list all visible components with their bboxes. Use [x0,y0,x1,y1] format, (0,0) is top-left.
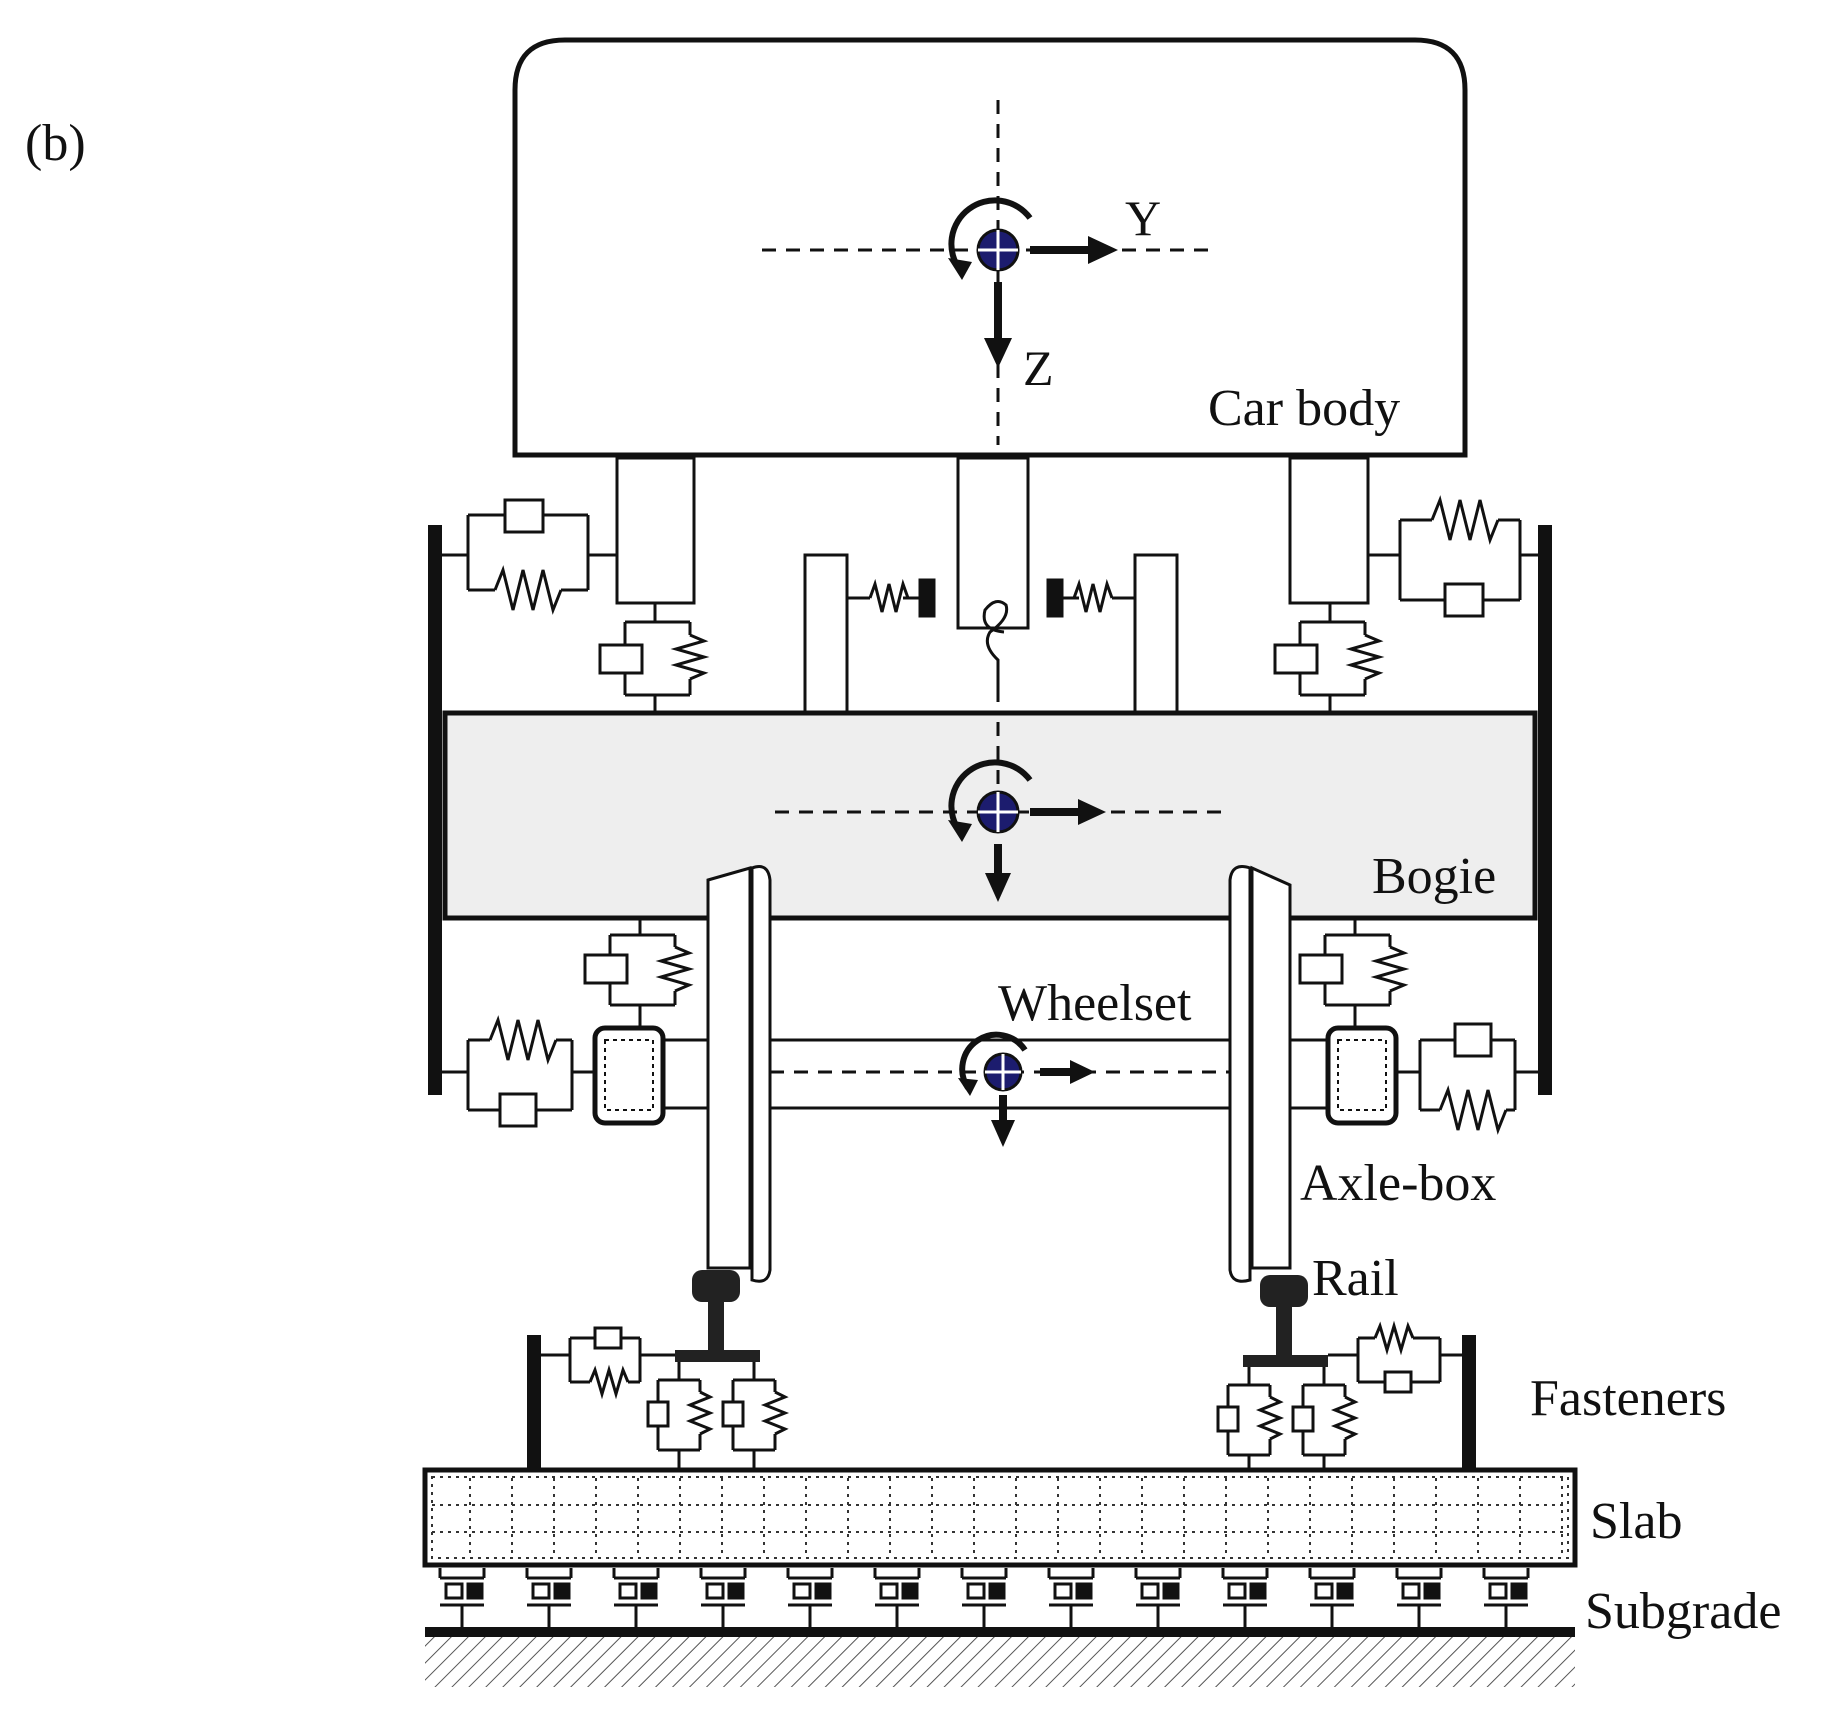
axis-z-label: Z [1023,340,1054,396]
left-fastener-post [527,1335,541,1470]
subgrade-unit [960,1568,1008,1627]
rail-label: Rail [1312,1250,1399,1307]
subgrade-unit [699,1568,747,1627]
car-body-label: Car body [1208,380,1400,437]
axis-y-label: Y [1125,190,1161,246]
fasteners [541,1320,1462,1400]
wheelset-label: Wheelset [998,975,1192,1032]
left-rail [675,1270,760,1362]
subgrade-ground-hatch [425,1637,1575,1687]
fasteners-label: Fasteners [1530,1370,1726,1427]
subgrade-unit [1221,1568,1269,1627]
subgrade-unit [525,1568,573,1627]
subgrade-unit [438,1568,486,1627]
subgrade-unit [1482,1568,1530,1627]
panel-label: (b) [25,115,86,172]
subgrade-unit [786,1568,834,1627]
subgrade-unit [612,1568,660,1627]
right-frame-post [1538,525,1552,1095]
subgrade-label: Subgrade [1585,1583,1781,1640]
secondary-suspension [433,456,1545,715]
right-fastener-post [1462,1335,1476,1470]
bogie-center-of-gravity [948,759,1106,902]
left-axle-box [592,1025,666,1126]
subgrade-unit [1134,1568,1182,1627]
right-rail [1243,1275,1328,1367]
fastener-vertical-units [646,1362,1360,1470]
car-body-center-of-gravity [948,197,1118,368]
slab-label: Slab [1590,1493,1682,1550]
subgrade-unit [1395,1568,1443,1627]
right-axle-box [1325,1025,1399,1126]
subgrade-unit [1047,1568,1095,1627]
right-wheel [1228,865,1292,1283]
subgrade-base-line [425,1627,1575,1637]
slab [422,1467,1578,1568]
left-frame-post [428,525,442,1095]
subgrade-unit [1308,1568,1356,1627]
axle-box-label: Axle-box [1300,1155,1496,1212]
wheelset-center-of-gravity [958,1031,1095,1147]
left-wheel [706,865,772,1283]
primary-suspension [442,918,1538,1135]
bogie-label: Bogie [1372,848,1496,905]
subgrade-spring-damper-layer [438,1568,1530,1627]
subgrade-unit [873,1568,921,1627]
